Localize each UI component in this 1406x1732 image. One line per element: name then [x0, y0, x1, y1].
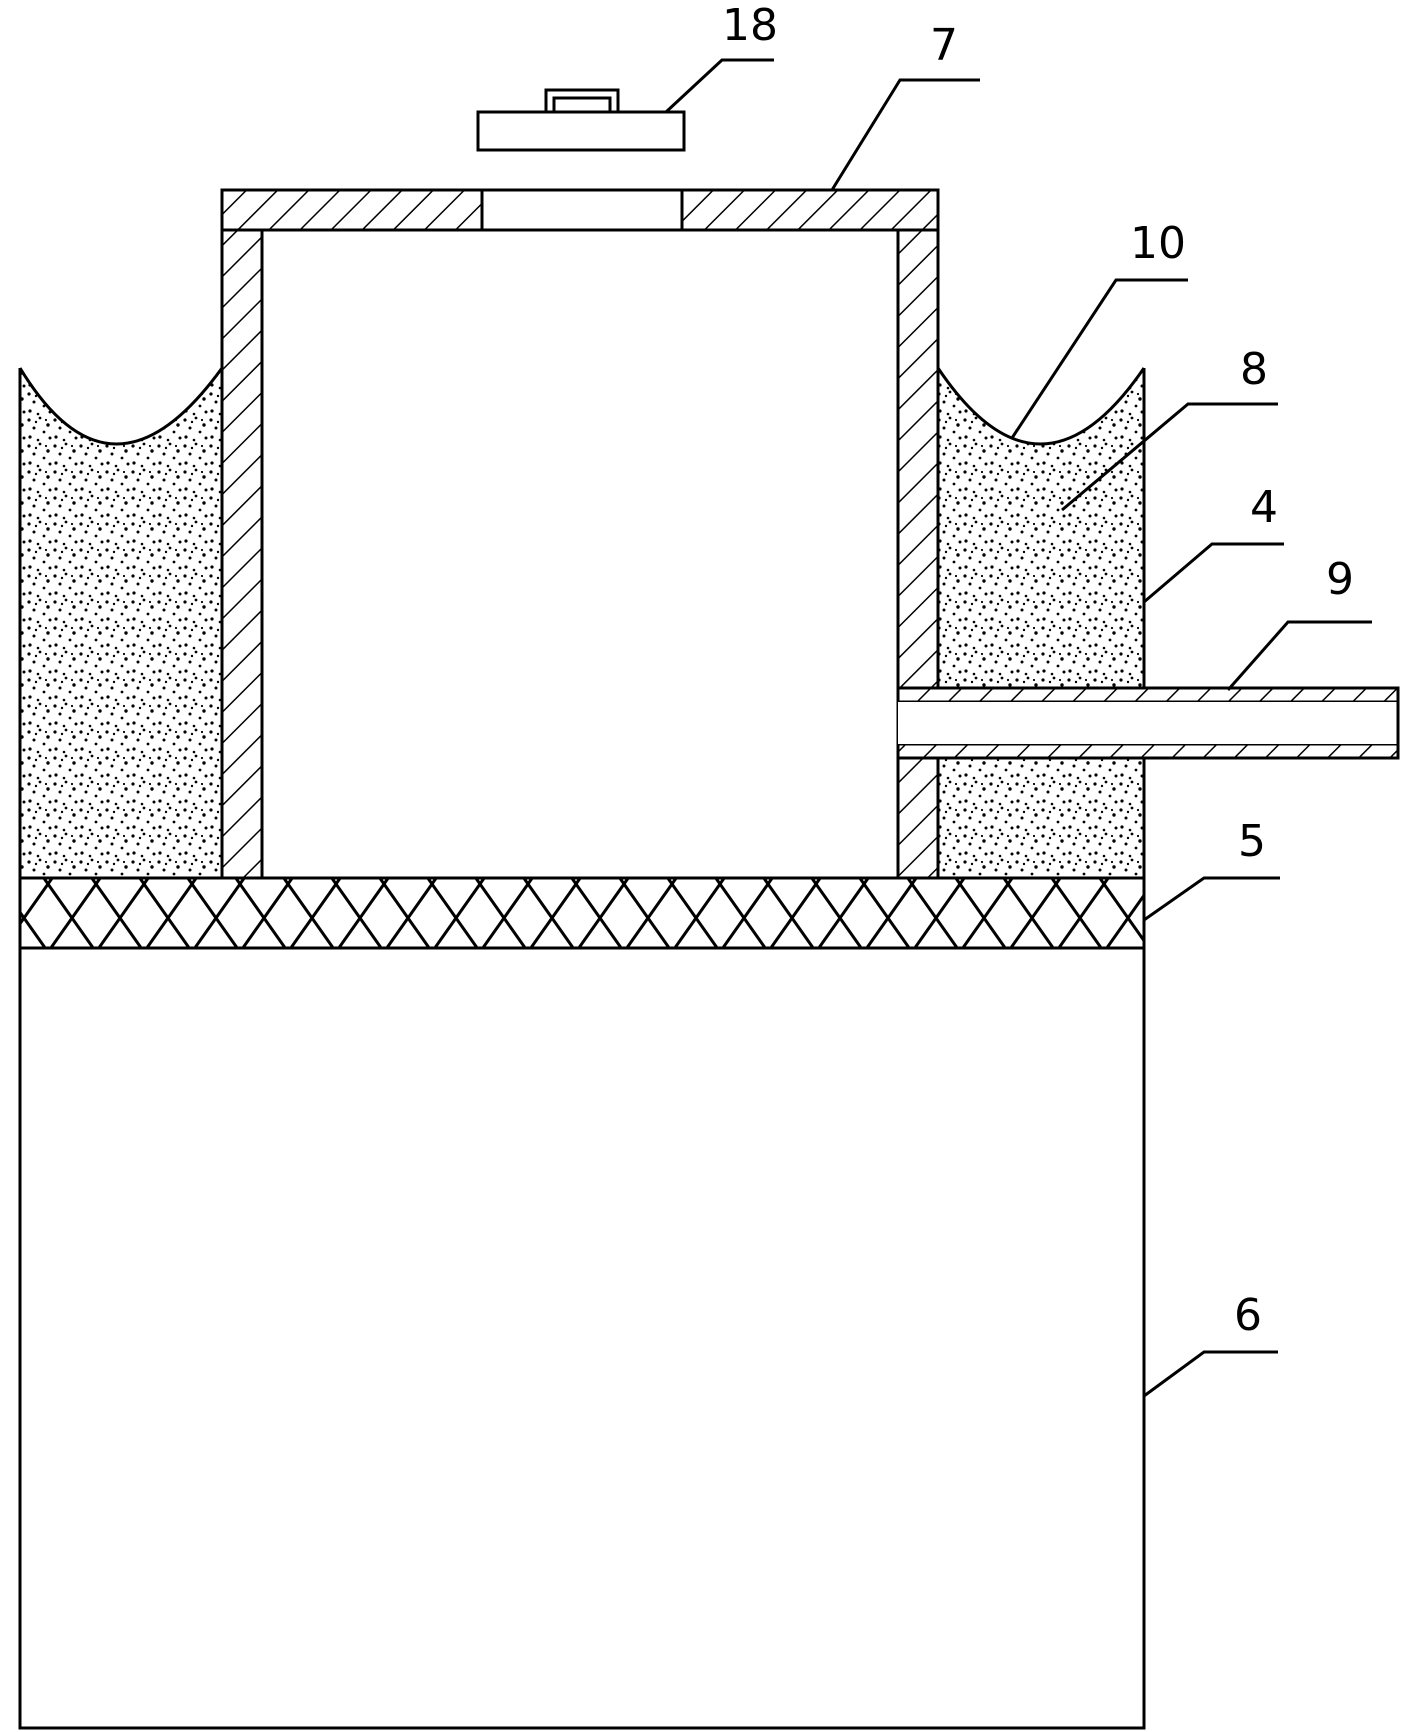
filling-right-upper — [938, 368, 1144, 688]
container-top-right — [680, 188, 940, 232]
container-wall-right-upper — [896, 228, 940, 690]
container-wall-right-lower — [896, 756, 940, 880]
leader-10 — [1010, 278, 1188, 439]
filling-curve-right — [936, 367, 1146, 446]
base-block — [18, 946, 1146, 1730]
leader-8 — [1061, 402, 1278, 512]
lid-plate — [476, 110, 686, 152]
leader-4 — [1143, 542, 1284, 604]
filling-right-lower — [938, 758, 1144, 878]
container-wall-left — [220, 228, 264, 880]
label-6: 6 — [1234, 1290, 1262, 1341]
pipe-lower-wall — [896, 742, 1400, 760]
pipe-bore — [898, 702, 1398, 744]
filling-left — [20, 368, 222, 878]
label-4: 4 — [1250, 482, 1278, 533]
container-top-left — [220, 188, 484, 232]
label-7: 7 — [930, 20, 958, 71]
leader-5 — [1143, 876, 1280, 922]
filling-curve-left — [18, 367, 224, 446]
leader-18 — [664, 58, 774, 114]
label-8: 8 — [1240, 344, 1268, 395]
leader-7 — [830, 78, 980, 191]
pipe-upper-wall — [896, 686, 1400, 704]
label-5: 5 — [1238, 816, 1266, 867]
container-top-opening — [480, 188, 684, 232]
cross-hatched-plate — [18, 876, 1146, 950]
leader-9 — [1226, 620, 1372, 691]
label-10: 10 — [1130, 218, 1186, 269]
label-9: 9 — [1326, 554, 1354, 605]
container-chamber — [260, 228, 900, 880]
lid-handle — [544, 88, 620, 112]
label-18: 18 — [722, 0, 778, 51]
leader-6 — [1143, 1350, 1278, 1398]
